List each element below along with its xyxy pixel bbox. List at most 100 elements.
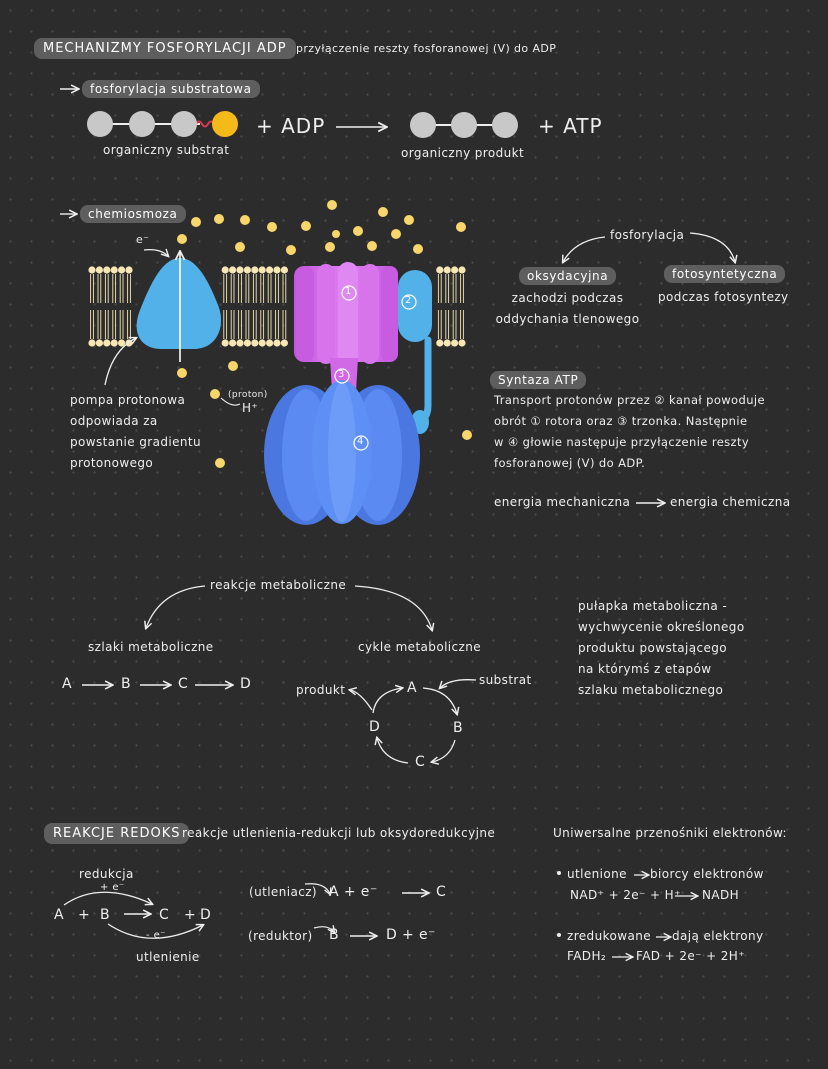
oxidant-equation-right: C [436, 884, 447, 900]
pump-line: protonowego [70, 456, 154, 470]
lipid-head [221, 339, 229, 347]
fad-equation-right: FAD + 2e⁻ + 2H⁺ [636, 949, 745, 963]
lipid-head [451, 266, 459, 274]
fad-equation-left: FADH₂ [567, 949, 607, 963]
lipid-head [258, 266, 266, 274]
redox-plus: + [184, 907, 197, 923]
cycle-node-d: D [369, 719, 381, 735]
reductant-label: (reduktor) [248, 929, 313, 943]
reductant-equation-left: B [329, 927, 340, 943]
plus-adp: + ADP [256, 114, 326, 138]
photosynthetic-description: podczas fotosyntezy [658, 290, 789, 304]
carriers-title: Uniwersalne przenośniki elektronów: [553, 826, 787, 840]
pathway-node: A [62, 676, 72, 692]
trap-line: na którymś z etapów [578, 662, 712, 676]
lipid-head [243, 339, 251, 347]
lipid-head [436, 266, 444, 274]
lipid-head [280, 339, 288, 347]
lipid-head [251, 339, 259, 347]
organic-product-molecule [410, 112, 518, 138]
pathway-node: C [178, 676, 189, 692]
lipid-head [266, 339, 274, 347]
oxidative-label: oksydacyjna [519, 267, 617, 285]
oxidative-line: zachodzi podczas [511, 291, 624, 305]
carrier-oxidized-role: biorcy elektronów [650, 867, 764, 881]
rotor-number: 1 [345, 286, 352, 297]
trap-line: produktu powstającego [578, 641, 728, 655]
protons-matrix [177, 361, 472, 468]
lipid-head [88, 266, 96, 274]
redox-d: D [200, 907, 212, 923]
pump-line: pompa protonowa [70, 393, 186, 407]
energy-to: energia chemiczna [670, 495, 791, 509]
section-definition: przyłączenie reszty fosforanowej (V) do … [296, 42, 557, 55]
phosphate-group [212, 111, 238, 137]
oxidation-label: utlenienie [136, 950, 200, 964]
proton-pump [136, 250, 222, 362]
chemiosmosis-label: chemiosmoza [80, 205, 186, 223]
channel-number: 2 [405, 295, 412, 306]
pathway-node: B [121, 676, 132, 692]
rotor-ring [294, 262, 398, 366]
lipid-head [458, 266, 466, 274]
reduction-label: redukcja [79, 867, 134, 881]
high-energy-bond [195, 120, 215, 128]
lipid-head [236, 266, 244, 274]
lipid-head [229, 266, 237, 274]
stalk-number: 3 [338, 369, 345, 380]
trap-line: szlaku metabolicznego [578, 683, 724, 697]
nad-equation-left: NAD⁺ + 2e⁻ + H⁺ [570, 888, 681, 902]
cycle-node-b: B [453, 720, 464, 736]
lipid-head [118, 339, 126, 347]
redox-plus: + [78, 907, 91, 923]
photosynthetic-label: fotosyntetyczna [664, 265, 786, 283]
carrier-arrows [612, 875, 697, 957]
pathway-node: D [240, 676, 252, 692]
pump-label-arrow [104, 338, 136, 386]
oxidant-label: (utleniacz) [249, 885, 317, 899]
lipid-head [258, 339, 266, 347]
metabolic-cycle-arrows [350, 679, 477, 763]
carrier-reduced-role: dają elektrony [672, 929, 764, 943]
lipid-head [273, 339, 281, 347]
lipid-head [251, 266, 259, 274]
atp-synthase-line: obrót ① rotora oraz ③ trzonka. Następnie [494, 414, 748, 428]
lipid-head [273, 266, 281, 274]
catalytic-head [264, 380, 420, 525]
metabolic-root: reakcje metaboliczne [210, 578, 347, 592]
redox-definition: reakcje utlenienia-redukcji lub oksydore… [182, 826, 496, 840]
phosphorylation-branches [563, 232, 735, 262]
section-heading-fosforylacja: MECHANIZMY FOSFORYLACJI ADP [34, 38, 296, 59]
oxidative-description: zachodzi podczas oddychania tlenowego [490, 288, 645, 330]
section-heading-redoks: REAKCJE REDOKS [44, 823, 190, 844]
lipid-head [110, 339, 118, 347]
atp-synthase-line: w ④ głowie następuje przyłączenie reszty [494, 435, 750, 449]
lipid-head [458, 339, 466, 347]
phospholipid-bilayer [88, 266, 466, 347]
substrate-caption: organiczny substrat [103, 143, 230, 157]
metabolic-branches [146, 585, 432, 630]
lipid-head [110, 266, 118, 274]
lipid-head [443, 339, 451, 347]
lipid-head [95, 266, 103, 274]
atp-synthase [264, 262, 432, 525]
atp-synthase-line: Transport protonów przez ② kanał powoduj… [494, 393, 765, 407]
plus-atp: + ATP [538, 114, 603, 138]
lipid-head [95, 339, 103, 347]
lipid-head [243, 266, 251, 274]
redox-a: A [54, 907, 64, 923]
pump-line: odpowiada za [70, 414, 158, 428]
lipid-head [103, 266, 111, 274]
atp-synthase-description: Transport protonów przez ② kanał powoduj… [494, 390, 765, 474]
lipid-head [443, 266, 451, 274]
lipid-head [451, 339, 459, 347]
redox-b: B [100, 907, 111, 923]
cycle-node-a: A [407, 680, 417, 696]
substrate-phosphorylation-label: fosforylacja substratowa [82, 80, 260, 98]
energy-from: energia mechaniczna [494, 495, 631, 509]
cycle-product: produkt [296, 683, 346, 697]
metabolic-cycles-label: cykle metaboliczne [358, 640, 482, 654]
organic-substrate-molecule [87, 111, 238, 137]
lipid-head [125, 266, 133, 274]
